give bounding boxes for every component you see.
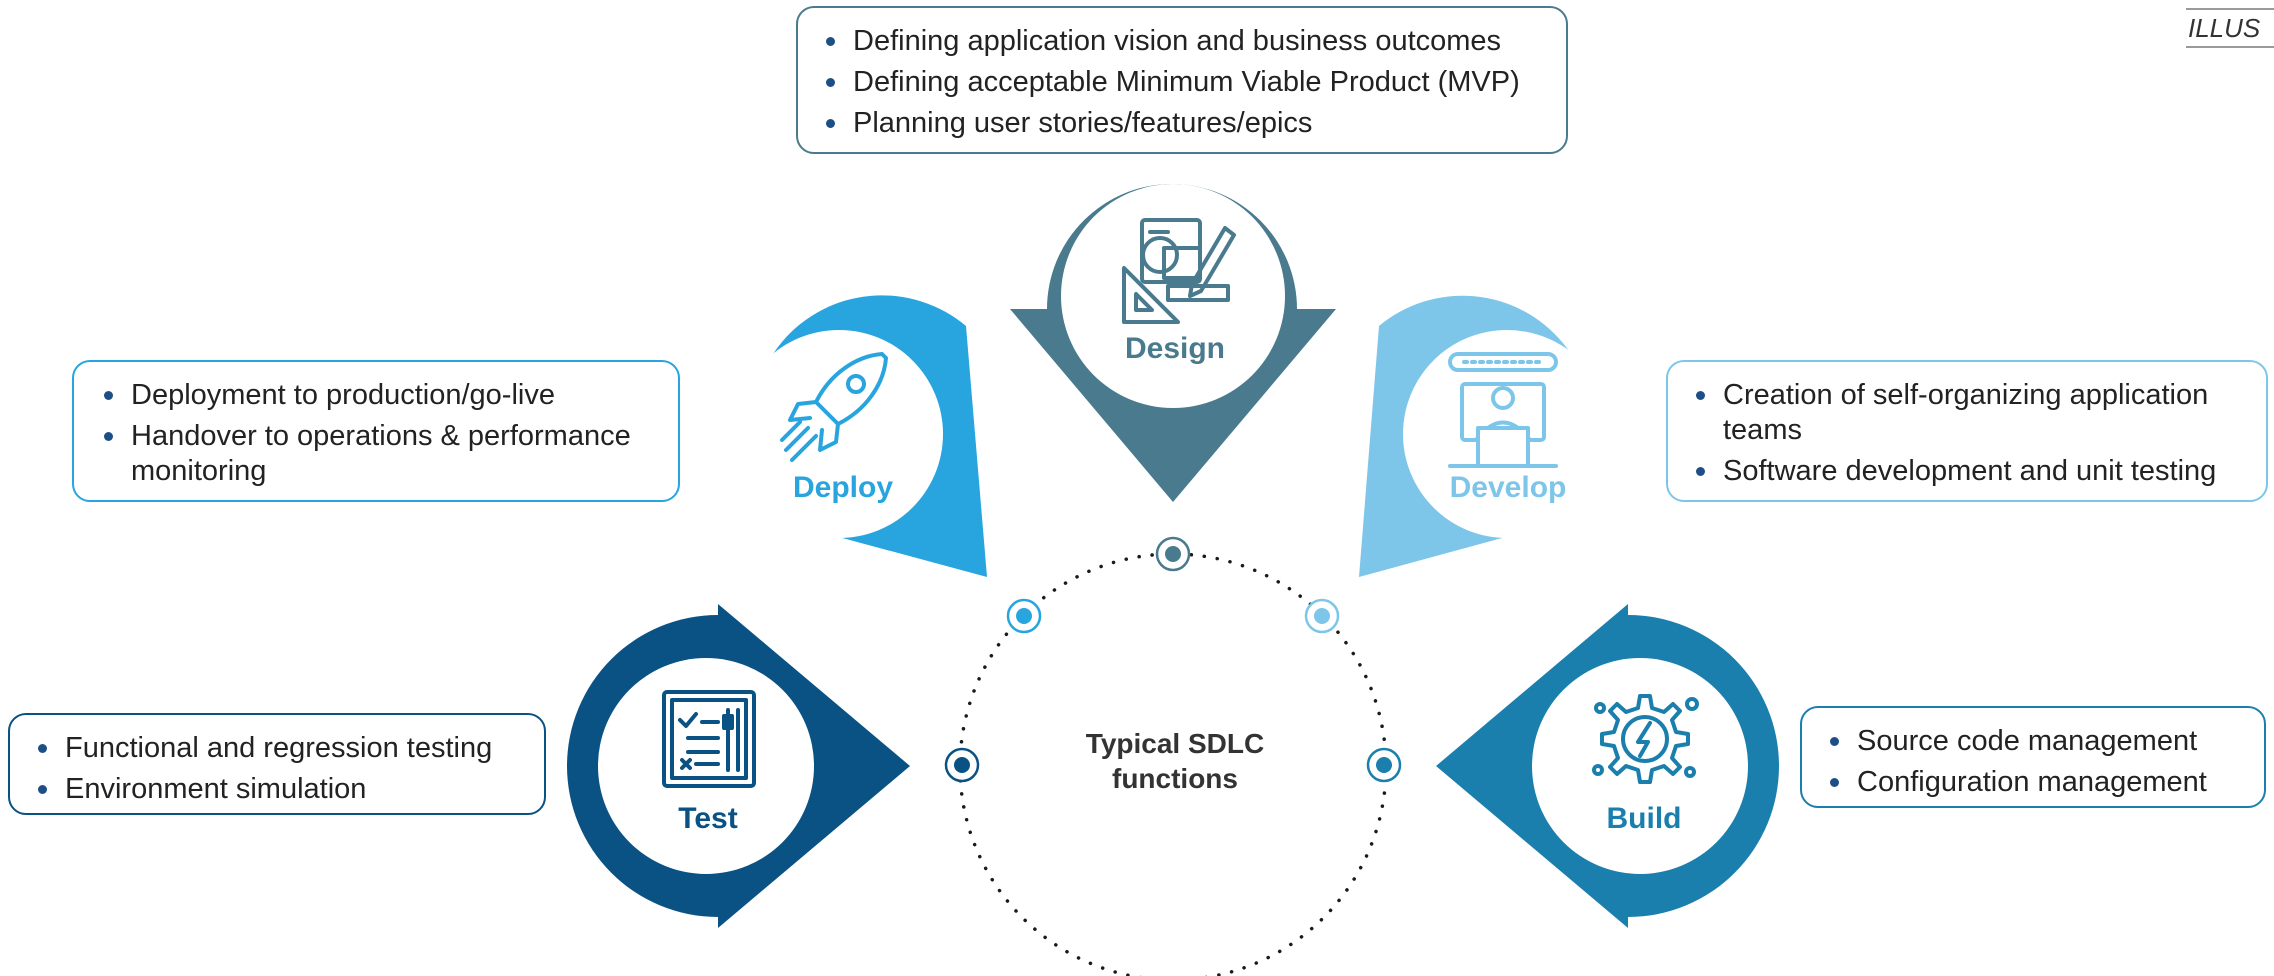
design-tools-icon — [1122, 218, 1236, 324]
build-bullet-list: Source code management Configuration man… — [1822, 724, 2250, 800]
test-checklist-icon — [662, 690, 756, 788]
ring-node-build — [1366, 747, 1402, 783]
stage-test: Test — [567, 604, 910, 928]
develop-description-box: Creation of self-organizing application … — [1666, 360, 2268, 502]
develop-bullet-list: Creation of self-organizing application … — [1688, 378, 2248, 488]
deploy-label: Deploy — [793, 471, 893, 504]
list-item: Configuration management — [1822, 765, 2250, 800]
test-bullet-list: Functional and regression testing Enviro… — [30, 731, 530, 807]
stage-develop: Develop — [1359, 295, 1611, 577]
deploy-description-box: Deployment to production/go-live Handove… — [72, 360, 680, 502]
design-pin-face — [1061, 184, 1285, 408]
list-item: Deployment to production/go-live — [96, 378, 660, 413]
gear-lightning-icon — [1592, 694, 1699, 784]
list-item: Planning user stories/features/epics — [818, 106, 1548, 141]
list-item: Defining application vision and business… — [818, 24, 1548, 59]
build-pin-face — [1532, 658, 1748, 874]
test-label: Test — [678, 802, 737, 835]
center-title-line1: Typical SDLC — [1086, 728, 1264, 759]
list-item: Handover to operations & performance mon… — [96, 419, 660, 489]
develop-label: Develop — [1450, 471, 1567, 504]
list-item: Creation of self-organizing application … — [1688, 378, 2248, 448]
center-title-line2: functions — [1112, 763, 1238, 794]
ring-node-test — [944, 747, 980, 783]
ring-node-deploy — [1006, 598, 1042, 634]
stage-design: Design — [1010, 184, 1336, 502]
developer-workstation-icon — [1448, 352, 1558, 468]
design-bullet-list: Defining application vision and business… — [818, 24, 1548, 140]
deploy-pin-face — [735, 330, 943, 538]
list-item: Environment simulation — [30, 772, 530, 807]
build-label: Build — [1607, 802, 1682, 835]
build-description-box: Source code management Configuration man… — [1800, 706, 2266, 808]
stage-build: Build — [1436, 604, 1779, 928]
design-label: Design — [1125, 332, 1225, 365]
test-description-box: Functional and regression testing Enviro… — [8, 713, 546, 815]
design-description-box: Defining application vision and business… — [796, 6, 1568, 154]
list-item: Software development and unit testing — [1688, 454, 2248, 489]
list-item: Source code management — [1822, 724, 2250, 759]
rocket-icon — [780, 352, 888, 462]
ring-node-design — [1155, 536, 1191, 572]
ring-node-develop — [1304, 598, 1340, 634]
list-item: Functional and regression testing — [30, 731, 530, 766]
illustrative-stamp: ILLUS — [2186, 8, 2274, 48]
deploy-bullet-list: Deployment to production/go-live Handove… — [96, 378, 660, 488]
list-item: Defining acceptable Minimum Viable Produ… — [818, 65, 1548, 100]
stage-deploy: Deploy — [735, 295, 987, 577]
